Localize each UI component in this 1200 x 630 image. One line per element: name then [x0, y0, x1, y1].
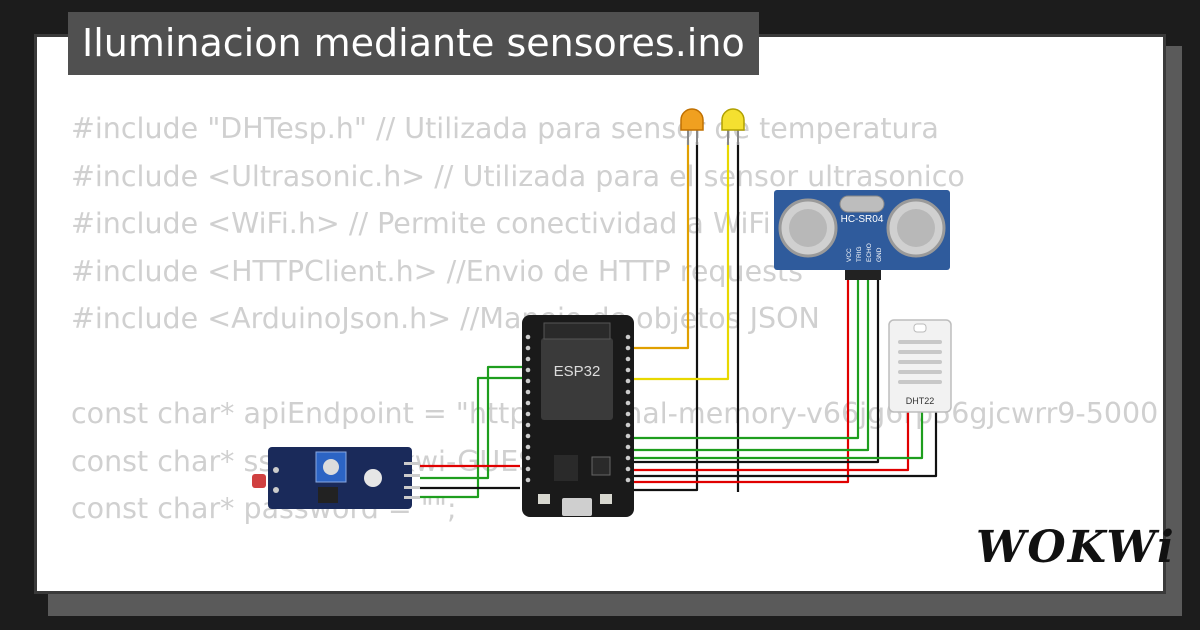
led-orange [680, 108, 704, 145]
wire-green-trig [628, 272, 860, 440]
esp32-label: ESP32 [554, 363, 601, 380]
ultrasonic-label: HC-SR04 [841, 214, 884, 225]
wokwi-logo: WOKWi [976, 522, 1176, 573]
wire-orange-led [628, 140, 690, 350]
wire-red-us [628, 272, 850, 484]
code-line: #include <WiFi.h> // Permite conectivida… [71, 207, 771, 240]
dht22-label: DHT22 [906, 396, 935, 406]
esp32-pins [525, 334, 631, 483]
wire-green-echo [628, 272, 870, 452]
wire-red-dht [628, 412, 910, 472]
preview-card: #include "DHTesp.h" // Utilizada para se… [34, 34, 1166, 594]
code-background: #include "DHTesp.h" // Utilizada para se… [71, 105, 1158, 591]
code-line: #include "DHTesp.h" // Utilizada para se… [71, 112, 939, 145]
ultrasonic-sensor: HC-SR04 VCC TRIG ECHO GND [774, 190, 950, 280]
wire-green-dht [628, 412, 924, 460]
code-line: #include <Ultrasonic.h> // Utilizada par… [71, 159, 965, 193]
us-pin-echo: ECHO [866, 243, 873, 262]
dht22-sensor: DHT22 [888, 319, 952, 413]
led-yellow [721, 108, 745, 145]
wires [420, 140, 938, 499]
us-pin-trig: TRIG [856, 246, 863, 262]
code-line: #define DHT_ 15 [71, 580, 1158, 591]
project-title: Iluminacion mediante sensores.ino [68, 12, 759, 75]
esp32-board: ESP32 [522, 315, 634, 517]
wire-green-ldr-2 [420, 376, 528, 499]
wire-black-us [628, 272, 880, 464]
ldr-module [252, 447, 420, 509]
us-pin-vcc: VCC [846, 248, 853, 262]
wire-yellow-led [628, 142, 730, 381]
us-pin-gnd: GND [876, 247, 883, 262]
wire-green-ldr-1 [420, 365, 528, 480]
wire-black-led1 [634, 142, 699, 492]
wire-black-dht [628, 412, 938, 478]
